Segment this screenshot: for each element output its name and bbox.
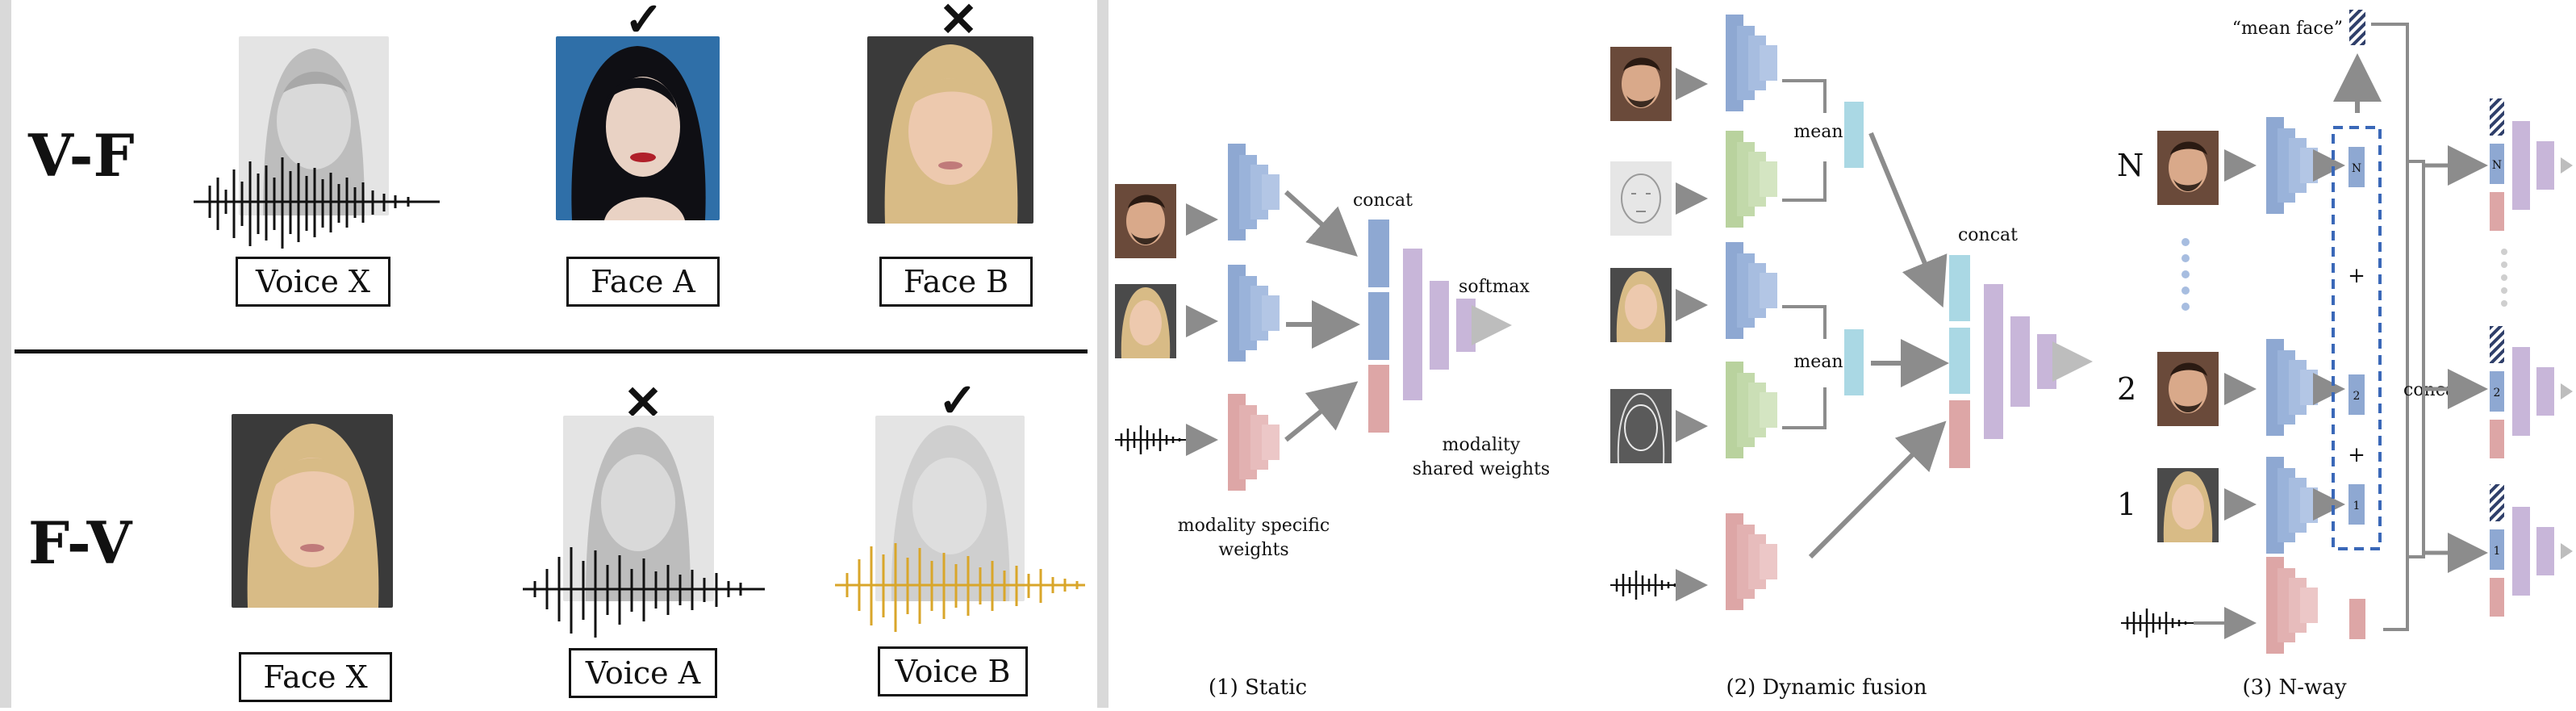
- voice-a-label: Voice A: [569, 648, 717, 698]
- static-voice-input: [1113, 424, 1189, 456]
- dynamic-mean-label-top: mean: [1793, 122, 1843, 142]
- nway-slot-n-label: N: [2352, 162, 2361, 175]
- voice-b-waveform: [835, 537, 1085, 638]
- nway-slot-1-block: [2348, 484, 2365, 525]
- static-concat-block-1: [1368, 220, 1389, 287]
- static-face-cnn-1: [1228, 144, 1280, 240]
- nway-out-1-label: 1: [2494, 545, 2501, 558]
- mean-face-label: “mean face”: [2232, 19, 2343, 39]
- vf-row-label: V-F: [28, 121, 135, 190]
- face-a-photo: [556, 36, 720, 220]
- nway-plus-bottom: +: [2348, 443, 2365, 467]
- nway-voice-input: [2119, 607, 2195, 639]
- dynamic-mean-label-bottom: mean: [1793, 352, 1843, 372]
- nway-face-input-n: [2157, 131, 2219, 205]
- dynamic-concat-block-1: [1949, 255, 1970, 321]
- nway-n-label: N: [2117, 148, 2144, 183]
- voice-x-faded-face: [239, 36, 389, 215]
- dynamic-fusion-panel: mean mean concat (2) Dynamic fusion: [1609, 15, 2093, 700]
- static-voice-cnn: [1228, 394, 1280, 491]
- nway-face-cnn-n: [2266, 117, 2318, 214]
- dynamic-sketch-cnn-1: [1726, 131, 1777, 228]
- row-divider: [15, 349, 1088, 353]
- mean-face-embedding: [2349, 10, 2365, 45]
- dynamic-mean-block-bottom: [1844, 329, 1864, 395]
- nway-voice-cnn: [2266, 557, 2318, 654]
- dynamic-voice-input: [1609, 569, 1685, 601]
- static-caption: (1) Static: [1209, 675, 1307, 700]
- static-shared-line2: shared weights: [1413, 459, 1550, 479]
- nway-caption: (3) N-way: [2242, 675, 2346, 700]
- fv-row-label: F-V: [28, 508, 132, 577]
- dynamic-voice-cnn: [1726, 513, 1777, 610]
- static-concat-label: concat: [1353, 190, 1413, 211]
- nway-plus-top: +: [2348, 264, 2365, 288]
- nway-2-label: 2: [2117, 371, 2136, 407]
- panel-divider: [1097, 0, 1108, 708]
- dynamic-sketch-input-2: [1609, 388, 1672, 464]
- nway-face-input-1: [2157, 468, 2219, 542]
- static-specific-line2: weights: [1218, 540, 1288, 560]
- static-face-input-2: [1115, 284, 1176, 358]
- dynamic-face-cnn-1: [1726, 15, 1777, 111]
- dynamic-sketch-cnn-2: [1726, 362, 1777, 458]
- nway-out-n-label: N: [2492, 159, 2502, 172]
- dynamic-concat-block-2: [1949, 328, 1970, 394]
- nway-slot-1-label: 1: [2353, 500, 2361, 512]
- nway-1-label: 1: [2117, 487, 2136, 522]
- nway-output-n: N: [2490, 98, 2573, 231]
- static-face-input-1: [1115, 184, 1176, 258]
- voice-x-waveform: [194, 153, 440, 250]
- matching-tasks-panel: V-F: [0, 0, 1097, 708]
- static-concat-block-2: [1368, 292, 1389, 360]
- static-softmax-label: softmax: [1459, 277, 1530, 297]
- dynamic-fc-3: [2037, 334, 2056, 389]
- architecture-diagram: concat softmax modality shared weights m…: [1108, 0, 2576, 708]
- face-b-photo: [867, 36, 1033, 224]
- dynamic-sketch-input-1: [1609, 161, 1672, 236]
- nway-voice-embedding: [2349, 599, 2365, 639]
- face-x-label: Face X: [239, 652, 392, 702]
- face-x-photo: [232, 414, 393, 608]
- dynamic-fc-2: [2010, 316, 2030, 407]
- dynamic-concat-label: concat: [1958, 225, 2018, 245]
- nway-sum-box: [2332, 126, 2382, 550]
- dynamic-face-cnn-2: [1726, 242, 1777, 339]
- dynamic-face-input-2: [1610, 268, 1672, 342]
- nway-slot-2-block: [2348, 374, 2365, 415]
- dynamic-face-input-1: [1610, 47, 1672, 121]
- static-fc-3: [1456, 299, 1476, 352]
- static-shared-line1: modality: [1442, 435, 1521, 455]
- voice-b-label: Voice B: [878, 646, 1028, 696]
- voice-a-faded-face: [563, 416, 714, 601]
- nway-slot-n-block: [2348, 147, 2365, 187]
- n-way-panel: “mean face” N 2 1: [2117, 10, 2573, 700]
- static-fc-1: [1403, 249, 1422, 400]
- dynamic-fc-1: [1984, 284, 2003, 439]
- voice-b-faded-face: [875, 416, 1025, 601]
- static-concat-block-3: [1368, 365, 1389, 433]
- face-b-label: Face B: [879, 257, 1033, 307]
- nway-face-input-2: [2157, 352, 2219, 426]
- nway-output-2: 2: [2490, 326, 2573, 458]
- dynamic-mean-block-top: [1844, 102, 1864, 168]
- face-a-label: Face A: [566, 257, 720, 307]
- static-specific-line1: modality specific: [1178, 516, 1330, 536]
- static-face-cnn-2: [1228, 265, 1280, 362]
- voice-a-waveform: [523, 541, 765, 642]
- nway-slot-2-label: 2: [2353, 390, 2361, 403]
- diagram-canvas: concat softmax modality shared weights m…: [1113, 10, 2573, 700]
- voice-x-label: Voice X: [236, 257, 390, 307]
- nway-out-2-label: 2: [2494, 387, 2501, 399]
- static-panel: concat softmax modality shared weights m…: [1113, 144, 1550, 700]
- left-edge-bar: [0, 0, 11, 708]
- nway-face-cnn-1: [2266, 457, 2318, 554]
- dynamic-concat-block-3: [1949, 400, 1970, 468]
- static-fc-2: [1430, 281, 1449, 370]
- dynamic-caption: (2) Dynamic fusion: [1726, 675, 1927, 700]
- nway-face-cnn-2: [2266, 339, 2318, 436]
- nway-output-1: 1: [2490, 484, 2573, 617]
